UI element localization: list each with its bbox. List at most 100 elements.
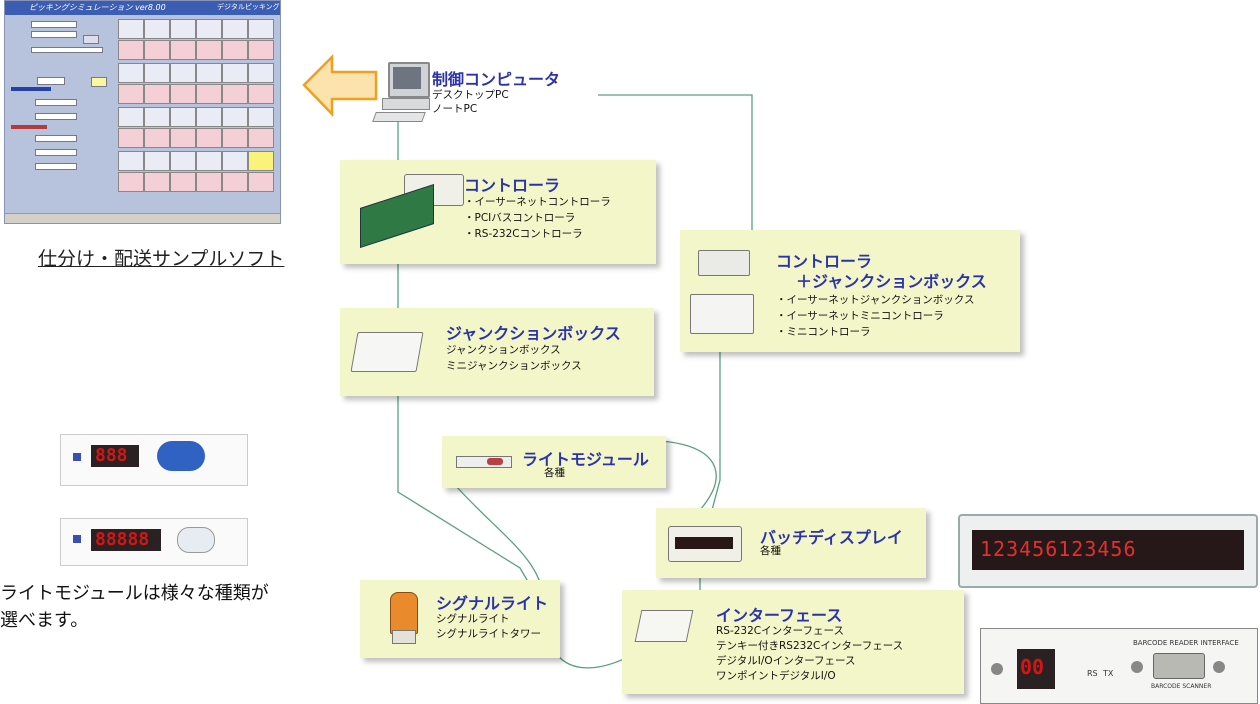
bin-cell[interactable]	[170, 84, 196, 104]
screw-icon	[1213, 661, 1225, 673]
bin-cell[interactable]	[196, 63, 222, 83]
bin-cell[interactable]	[170, 63, 196, 83]
bin-cell[interactable]	[144, 107, 170, 127]
bin-cell[interactable]	[170, 151, 196, 171]
push-button-icon[interactable]	[177, 527, 215, 553]
bin-cell[interactable]	[196, 172, 222, 192]
input-field[interactable]	[31, 31, 77, 38]
interface-device-icon	[634, 610, 694, 642]
bin-cell[interactable]	[118, 107, 144, 127]
light-module-example-1: 888	[60, 434, 248, 486]
input-field[interactable]	[35, 99, 77, 106]
light-module-item: 各種	[544, 467, 565, 479]
barcode-interface-panel: BARCODE READER INTERFACE 00 RS TX BARCOD…	[980, 628, 1258, 704]
bin-cell[interactable]	[248, 107, 274, 127]
controller-junction-box: コントローラ ＋ジャンクションボックス ・イーサーネットジャンクションボックス …	[680, 230, 1020, 352]
bin-cell[interactable]	[248, 19, 274, 39]
bin-cell[interactable]	[248, 172, 274, 192]
bin-cell[interactable]	[144, 19, 170, 39]
tx-label: TX	[1103, 669, 1114, 678]
light-module-icon	[456, 456, 512, 468]
push-button-icon[interactable]	[157, 441, 205, 471]
signal-light-box: シグナルライト シグナルライト シグナルライトタワー	[360, 580, 560, 658]
led-digits: 888	[95, 445, 128, 466]
batch-display-items: 各種	[760, 544, 781, 558]
bin-cell[interactable]	[222, 19, 248, 39]
bin-cell[interactable]	[248, 84, 274, 104]
bin-cell[interactable]	[144, 63, 170, 83]
bin-cell[interactable]	[144, 172, 170, 192]
interface-item: デジタルI/Oインターフェース	[716, 655, 856, 667]
input-field[interactable]	[35, 149, 77, 156]
input-field[interactable]	[35, 113, 77, 120]
bin-cell[interactable]	[248, 151, 274, 171]
bin-cell[interactable]	[144, 128, 170, 148]
junction-item: ミニジャンクションボックス	[446, 360, 582, 372]
bin-cell[interactable]	[196, 107, 222, 127]
bin-cell[interactable]	[222, 107, 248, 127]
light-module-items: 各種	[544, 466, 565, 480]
light-module-box: ライトモジュール 各種	[442, 436, 666, 488]
light-module-title: ライトモジュール	[522, 450, 649, 469]
light-module-note: ライトモジュールは様々な種類が 選べます。	[0, 580, 269, 634]
bin-cell[interactable]	[196, 151, 222, 171]
bin-cell[interactable]	[248, 40, 274, 60]
interface-item: RS-232Cインターフェース	[716, 625, 844, 637]
small-button[interactable]	[83, 35, 99, 44]
computer-title: 制御コンピュータ	[432, 70, 561, 89]
bin-cell[interactable]	[248, 63, 274, 83]
junction-device-icon	[350, 332, 424, 372]
small-button[interactable]	[91, 77, 107, 87]
bin-cell[interactable]	[170, 19, 196, 39]
bin-cell[interactable]	[118, 84, 144, 104]
led-digits: 00	[1020, 655, 1045, 679]
bin-cell[interactable]	[196, 84, 222, 104]
junction-device-icon	[690, 294, 754, 334]
bin-cell[interactable]	[118, 40, 144, 60]
bin-cell[interactable]	[222, 63, 248, 83]
input-field[interactable]	[37, 77, 65, 85]
bin-cell[interactable]	[118, 151, 144, 171]
bin-cell[interactable]	[118, 172, 144, 192]
computer-items: デスクトップPC ノートPC	[432, 88, 509, 116]
bin-grid	[118, 19, 278, 195]
line-pc-controller-jb	[598, 94, 753, 232]
bin-cell[interactable]	[222, 128, 248, 148]
bin-cell[interactable]	[144, 40, 170, 60]
bin-cell[interactable]	[118, 128, 144, 148]
bin-cell[interactable]	[196, 40, 222, 60]
note-line: ライトモジュールは様々な種類が	[0, 583, 269, 604]
bin-cell[interactable]	[222, 172, 248, 192]
bin-cell[interactable]	[144, 151, 170, 171]
interface-title: インターフェース	[716, 606, 843, 625]
bin-cell[interactable]	[144, 84, 170, 104]
bin-cell[interactable]	[118, 63, 144, 83]
input-field[interactable]	[31, 47, 103, 53]
input-field[interactable]	[35, 135, 77, 142]
window-title-right: デジタルピッキング	[217, 3, 280, 11]
line-junction-signal	[397, 395, 531, 586]
bin-cell[interactable]	[170, 40, 196, 60]
bin-cell[interactable]	[222, 84, 248, 104]
input-field[interactable]	[31, 21, 77, 28]
input-field[interactable]	[35, 163, 77, 170]
bin-cell[interactable]	[196, 19, 222, 39]
led-display: 00	[1017, 649, 1055, 689]
bin-cell[interactable]	[118, 19, 144, 39]
led-digits: 123456123456	[980, 537, 1137, 561]
bin-cell[interactable]	[170, 107, 196, 127]
batch-display-box: バッチディスプレイ 各種	[656, 508, 926, 578]
bin-cell[interactable]	[170, 172, 196, 192]
junction-items: ジャンクションボックス ミニジャンクションボックス	[446, 342, 582, 374]
interface-item: ワンポイントデジタルI/O	[716, 670, 836, 682]
bin-cell[interactable]	[222, 40, 248, 60]
controller-item: ・PCIバスコントローラ	[464, 212, 576, 224]
bin-cell[interactable]	[248, 128, 274, 148]
bin-cell[interactable]	[196, 128, 222, 148]
bin-cell[interactable]	[170, 128, 196, 148]
controller-item: ・RS-232Cコントローラ	[464, 228, 583, 240]
screw-icon	[1131, 661, 1143, 673]
barcode-panel-title: BARCODE READER INTERFACE	[1133, 639, 1239, 647]
bin-cell[interactable]	[222, 151, 248, 171]
signal-light-item: シグナルライトタワー	[436, 628, 541, 640]
